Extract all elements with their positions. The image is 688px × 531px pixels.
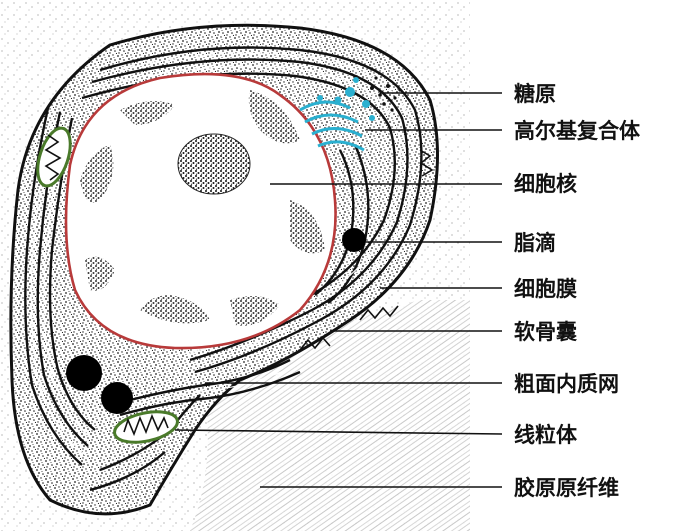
mitochondrion: [36, 126, 72, 188]
lipid-droplet: [342, 228, 366, 252]
chromatin-clumps: [80, 90, 325, 326]
leader-lines: [174, 92, 503, 488]
label-rough-er: 粗面内质网: [514, 372, 619, 396]
rough-er-lamellae: [24, 46, 423, 492]
label-cartilage-capsule: 软骨囊: [514, 320, 577, 344]
label-cell-membrane: 细胞膜: [514, 277, 577, 301]
label-collagen-fibrils: 胶原原纤维: [514, 476, 619, 500]
leader-line-mitochondria: [174, 429, 503, 435]
label-golgi-complex: 高尔基复合体: [514, 119, 640, 143]
lipid-droplet: [66, 355, 102, 391]
glycogen-granules: [370, 76, 402, 112]
lipid-droplet: [101, 382, 133, 414]
golgi-complex: [299, 100, 365, 152]
golgi-vesicles: [317, 77, 375, 121]
nucleolus: [177, 133, 251, 195]
collagen-fibril-area: [190, 300, 470, 531]
nucleus: [64, 72, 337, 350]
label-lipid-droplet: 脂滴: [514, 231, 556, 255]
label-mitochondria: 线粒体: [514, 423, 577, 447]
label-nucleus: 细胞核: [514, 172, 577, 196]
label-glycogen: 糖原: [514, 82, 556, 106]
cell-membrane-spikes: [299, 149, 434, 351]
mitochondrion: [113, 410, 179, 444]
